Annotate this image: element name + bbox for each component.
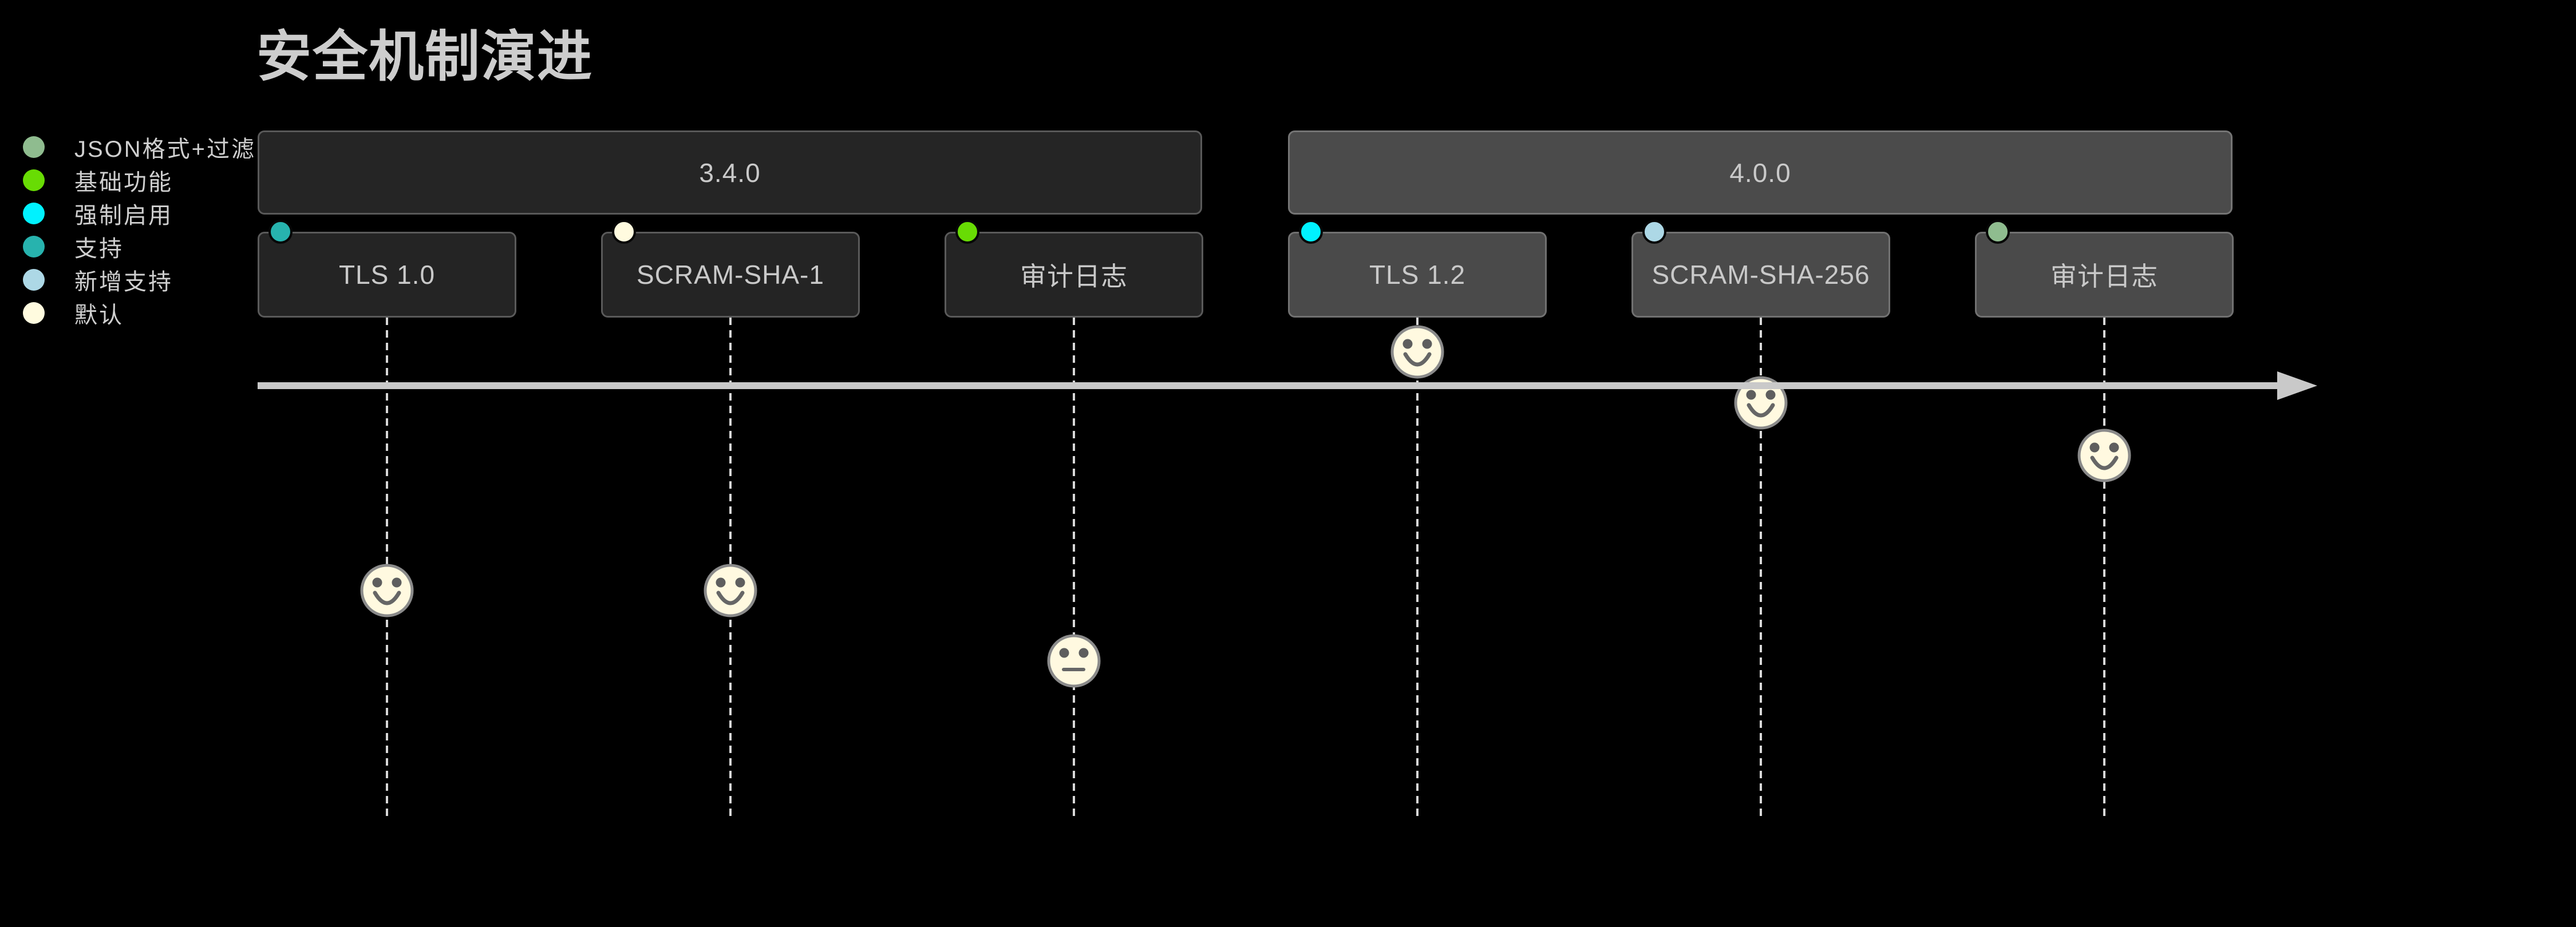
legend-item-label: 默认 xyxy=(74,303,124,328)
legend-dot-icon xyxy=(23,169,45,191)
legend-item-label: JSON格式+过滤 xyxy=(74,137,256,162)
feature-marker-dot-基础功能 xyxy=(955,220,979,244)
neutral-face-icon xyxy=(1047,634,1101,688)
legend-dot-icon xyxy=(23,136,45,158)
legend-item-default: 默认 xyxy=(23,296,256,330)
feature-box: TLS 1.2 xyxy=(1288,232,1547,318)
guide-dashed-line xyxy=(1073,318,1075,817)
legend: JSON格式+过滤基础功能强制启用支持新增支持默认 xyxy=(23,130,256,330)
guide-dashed-line xyxy=(2103,318,2105,817)
feature-marker-dot-新增支持 xyxy=(1642,220,1666,244)
guide-dashed-line xyxy=(1760,318,1762,817)
feature-box: 审计日志 xyxy=(1975,232,2234,318)
timeline-axis xyxy=(258,382,2279,389)
feature-box: SCRAM-SHA-256 xyxy=(1631,232,1890,318)
legend-item-label: 强制启用 xyxy=(74,203,173,228)
legend-item-newly-supported: 新增支持 xyxy=(23,263,256,296)
version-bar-4.0.0: 4.0.0 xyxy=(1288,130,2233,215)
feature-box: SCRAM-SHA-1 xyxy=(601,232,860,318)
legend-dot-icon xyxy=(23,269,45,291)
feature-marker-dot-强制启用 xyxy=(1299,220,1323,244)
legend-dot-icon xyxy=(23,203,45,224)
legend-item-label: 新增支持 xyxy=(74,270,173,295)
legend-item-label: 支持 xyxy=(74,236,124,262)
page-title: 安全机制演进 xyxy=(256,26,593,88)
guide-dashed-line xyxy=(1416,318,1419,817)
feature-marker-dot-JSON格式+过滤 xyxy=(1986,220,2010,244)
smiley-face-icon xyxy=(1390,325,1444,379)
feature-marker-dot-默认 xyxy=(612,220,636,244)
legend-item-mandatory-enabled: 强制启用 xyxy=(23,197,256,230)
legend-dot-icon xyxy=(23,236,45,258)
version-bar-3.4.0: 3.4.0 xyxy=(258,130,1202,215)
smiley-face-icon xyxy=(704,564,757,617)
timeline-arrowhead-icon xyxy=(2277,371,2317,400)
legend-dot-icon xyxy=(23,302,45,324)
legend-item-json-format-filter: JSON格式+过滤 xyxy=(23,130,256,164)
legend-item-basic-feature: 基础功能 xyxy=(23,164,256,197)
smiley-face-icon xyxy=(1734,376,1788,430)
legend-item-supported: 支持 xyxy=(23,230,256,263)
feature-marker-dot-支持 xyxy=(268,220,293,244)
smiley-face-icon xyxy=(2077,429,2131,482)
legend-item-label: 基础功能 xyxy=(74,170,173,195)
feature-box: TLS 1.0 xyxy=(258,232,516,318)
feature-box: 审计日志 xyxy=(945,232,1203,318)
smiley-face-icon xyxy=(360,564,414,617)
